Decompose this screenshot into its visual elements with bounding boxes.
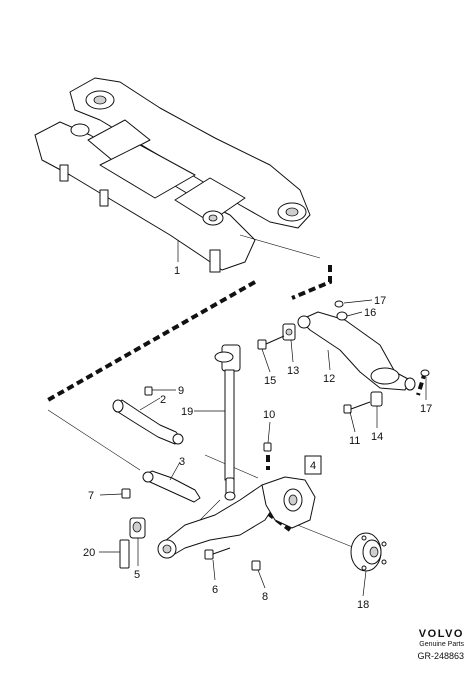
callout-5: 5 xyxy=(134,569,140,581)
brand-block: VOLVO Genuine Parts GR-248863 xyxy=(417,628,464,661)
callout-16: 16 xyxy=(364,307,376,319)
callout-14: 14 xyxy=(371,431,383,443)
callout-18: 18 xyxy=(357,599,369,611)
bolt-20 xyxy=(119,539,130,569)
shock-absorber xyxy=(214,344,241,501)
wheel-hub xyxy=(350,532,387,572)
nut-17a xyxy=(334,300,344,308)
callout-7: 7 xyxy=(88,490,94,502)
bolt-15 xyxy=(257,335,285,350)
callout-8: 8 xyxy=(262,591,268,603)
callout-labels: 1 2 3 4 5 6 7 8 9 10 11 12 13 14 15 16 1… xyxy=(83,265,432,611)
brand-subtitle: Genuine Parts xyxy=(419,641,464,648)
bolt-7 xyxy=(121,488,131,499)
callout-4-box xyxy=(304,455,322,475)
bolt-10 xyxy=(263,442,272,452)
upper-control-arm xyxy=(297,311,416,391)
bolt-9 xyxy=(144,386,153,396)
callout-17-lower: 17 xyxy=(420,403,432,415)
callout-13: 13 xyxy=(287,365,299,377)
rear-subframe xyxy=(34,77,321,273)
callout-10: 10 xyxy=(263,409,275,421)
bolt-6 xyxy=(204,547,231,560)
nut-17b xyxy=(420,369,430,377)
callout-9: 9 xyxy=(178,385,184,397)
bolt-8 xyxy=(251,560,261,571)
callout-15: 15 xyxy=(264,375,276,387)
callout-2: 2 xyxy=(160,394,166,406)
bushing-13 xyxy=(282,323,296,341)
bushing-14 xyxy=(370,391,383,407)
assembly-boundary-lines xyxy=(47,265,427,532)
callout-20: 20 xyxy=(83,547,95,559)
leader-lines xyxy=(99,240,427,597)
callout-6: 6 xyxy=(212,584,218,596)
callout-1: 1 xyxy=(174,265,180,277)
upper-link xyxy=(112,399,184,445)
callout-19: 19 xyxy=(181,406,193,418)
volvo-logo: VOLVO xyxy=(418,628,464,640)
callout-4: 4 xyxy=(310,460,316,472)
bushing-5 xyxy=(129,517,146,539)
nut-16 xyxy=(336,311,348,321)
bolt-11 xyxy=(343,401,371,414)
callout-11: 11 xyxy=(349,435,360,447)
lower-link xyxy=(142,470,201,503)
wheel-knuckle xyxy=(261,476,316,529)
callout-3: 3 xyxy=(179,456,185,468)
lower-control-arm xyxy=(157,484,279,559)
callout-17-upper: 17 xyxy=(374,295,386,307)
callout-12: 12 xyxy=(323,373,335,385)
diagram-reference: GR-248863 xyxy=(417,651,464,661)
